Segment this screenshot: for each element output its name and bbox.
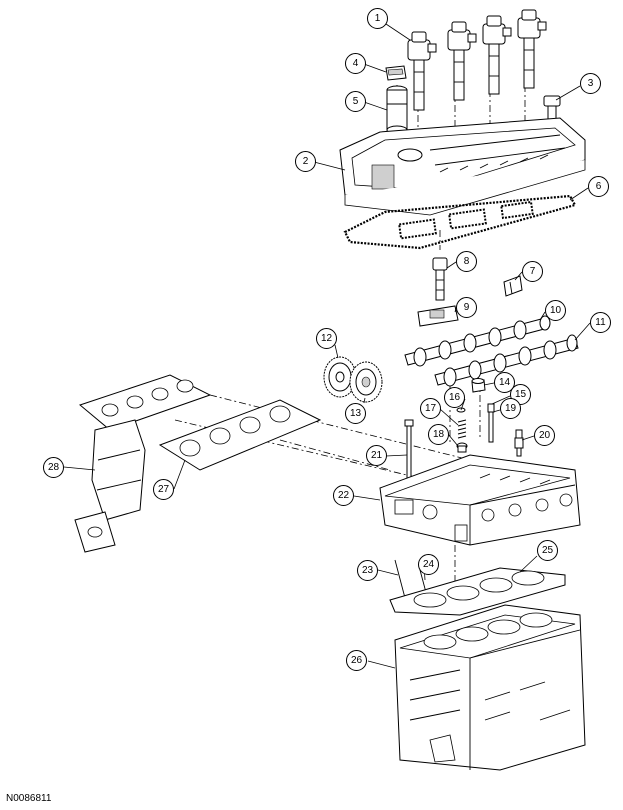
callout-13: 13 [345, 403, 366, 424]
callout-21: 21 [366, 445, 387, 466]
retaining-clip [503, 275, 523, 297]
callout-6: 6 [588, 176, 609, 197]
callout-7: 7 [522, 261, 543, 282]
valvetrain-parts [456, 378, 495, 453]
callout-26: 26 [346, 650, 367, 671]
head-gasket [389, 567, 566, 616]
callout-10: 10 [545, 300, 566, 321]
exhaust-camshaft [434, 334, 579, 387]
callout-9: 9 [456, 297, 477, 318]
cylinder-block [394, 604, 586, 771]
callout-labels [63, 23, 591, 669]
camshaft-sprocket [323, 356, 357, 398]
callout-28: 28 [43, 457, 64, 478]
callout-27: 27 [153, 479, 174, 500]
callout-19: 19 [500, 398, 521, 419]
valve-cover-gasket [343, 194, 577, 250]
intake-camshaft [404, 315, 551, 367]
callout-12: 12 [316, 328, 337, 349]
callout-2: 2 [295, 151, 316, 172]
callout-1: 1 [367, 8, 388, 29]
callout-22: 22 [333, 485, 354, 506]
callout-8: 8 [456, 251, 477, 272]
cylinder-head [379, 454, 581, 546]
callout-18: 18 [428, 424, 449, 445]
callout-25: 25 [537, 540, 558, 561]
callout-5: 5 [345, 91, 366, 112]
exhaust-manifold-gasket [158, 399, 322, 471]
cylinder-head-bolt [404, 419, 414, 481]
callout-4: 4 [345, 53, 366, 74]
spark-plug [514, 429, 524, 457]
oil-filler-tube [386, 85, 408, 135]
callout-24: 24 [418, 554, 439, 575]
bracket [385, 65, 407, 81]
callout-20: 20 [534, 425, 555, 446]
callout-23: 23 [357, 560, 378, 581]
callout-11: 11 [590, 312, 611, 333]
solenoid-bracket [417, 305, 459, 327]
exhaust-manifold-converter [74, 374, 212, 553]
callout-3: 3 [580, 73, 601, 94]
callout-17: 17 [420, 398, 441, 419]
callout-16: 16 [444, 387, 465, 408]
figure-id-label: N0086811 [6, 793, 52, 804]
callout-14: 14 [494, 372, 515, 393]
oil-control-solenoid [432, 257, 448, 301]
valve-cover [339, 117, 586, 216]
variable-cam-timing-unit [349, 361, 383, 403]
ignition-coils [407, 9, 547, 111]
